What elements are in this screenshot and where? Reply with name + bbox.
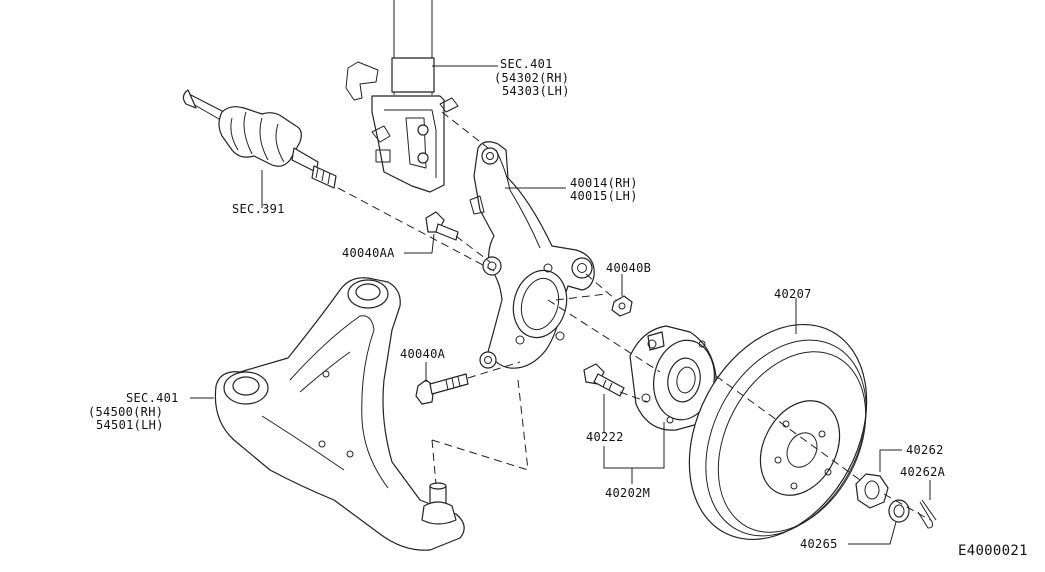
callout-hub-bolt-40222: 40222 <box>586 430 624 444</box>
callout-knuckle-rh: 40014(RH) <box>570 176 638 190</box>
lower-control-arm <box>214 277 465 551</box>
callout-bolt-40040a: 40040A <box>400 347 446 361</box>
callout-nut-cap-40265: 40265 <box>800 537 838 551</box>
callout-strut-sec: SEC.401 <box>500 57 553 71</box>
bolt-40040a <box>415 373 469 405</box>
nut-40040b <box>611 295 633 317</box>
hub-bolt-40222 <box>583 363 625 397</box>
leader-lines <box>190 65 931 545</box>
bolt-40040aa <box>425 211 459 241</box>
callout-hub-nut-40262: 40262 <box>906 443 944 457</box>
hub-nut-40262 <box>855 473 889 509</box>
steering-knuckle <box>469 141 595 369</box>
callout-hub-assembly-40202m: 40202M <box>605 486 651 500</box>
callout-arm-rh: (54500(RH) <box>88 405 164 419</box>
callout-strut-rh: (54302(RH) <box>494 71 570 85</box>
hub-assembly <box>629 325 717 431</box>
callout-rotor-40207: 40207 <box>774 287 812 301</box>
callout-cotter-pin-40262a: 40262A <box>900 465 946 479</box>
callout-bolt-40040aa: 40040AA <box>342 246 395 260</box>
drive-shaft-assembly <box>182 89 337 189</box>
assembly-centerlines <box>337 111 931 521</box>
callout-knuckle-lh: 40015(LH) <box>570 189 638 203</box>
nut-cap-40265 <box>888 499 910 523</box>
cotter-pin-40262a <box>917 499 937 529</box>
callout-nut-40040b: 40040B <box>606 261 652 275</box>
callout-strut-lh: 54303(LH) <box>502 84 570 98</box>
diagram-id-code: E4000021 <box>958 543 1028 559</box>
callout-arm-lh: 54501(LH) <box>96 418 164 432</box>
callout-arm-sec: SEC.401 <box>126 391 179 405</box>
brake-rotor <box>688 323 868 541</box>
strut-assembly <box>345 0 459 193</box>
callout-driveshaft-sec: SEC.391 <box>232 202 285 216</box>
